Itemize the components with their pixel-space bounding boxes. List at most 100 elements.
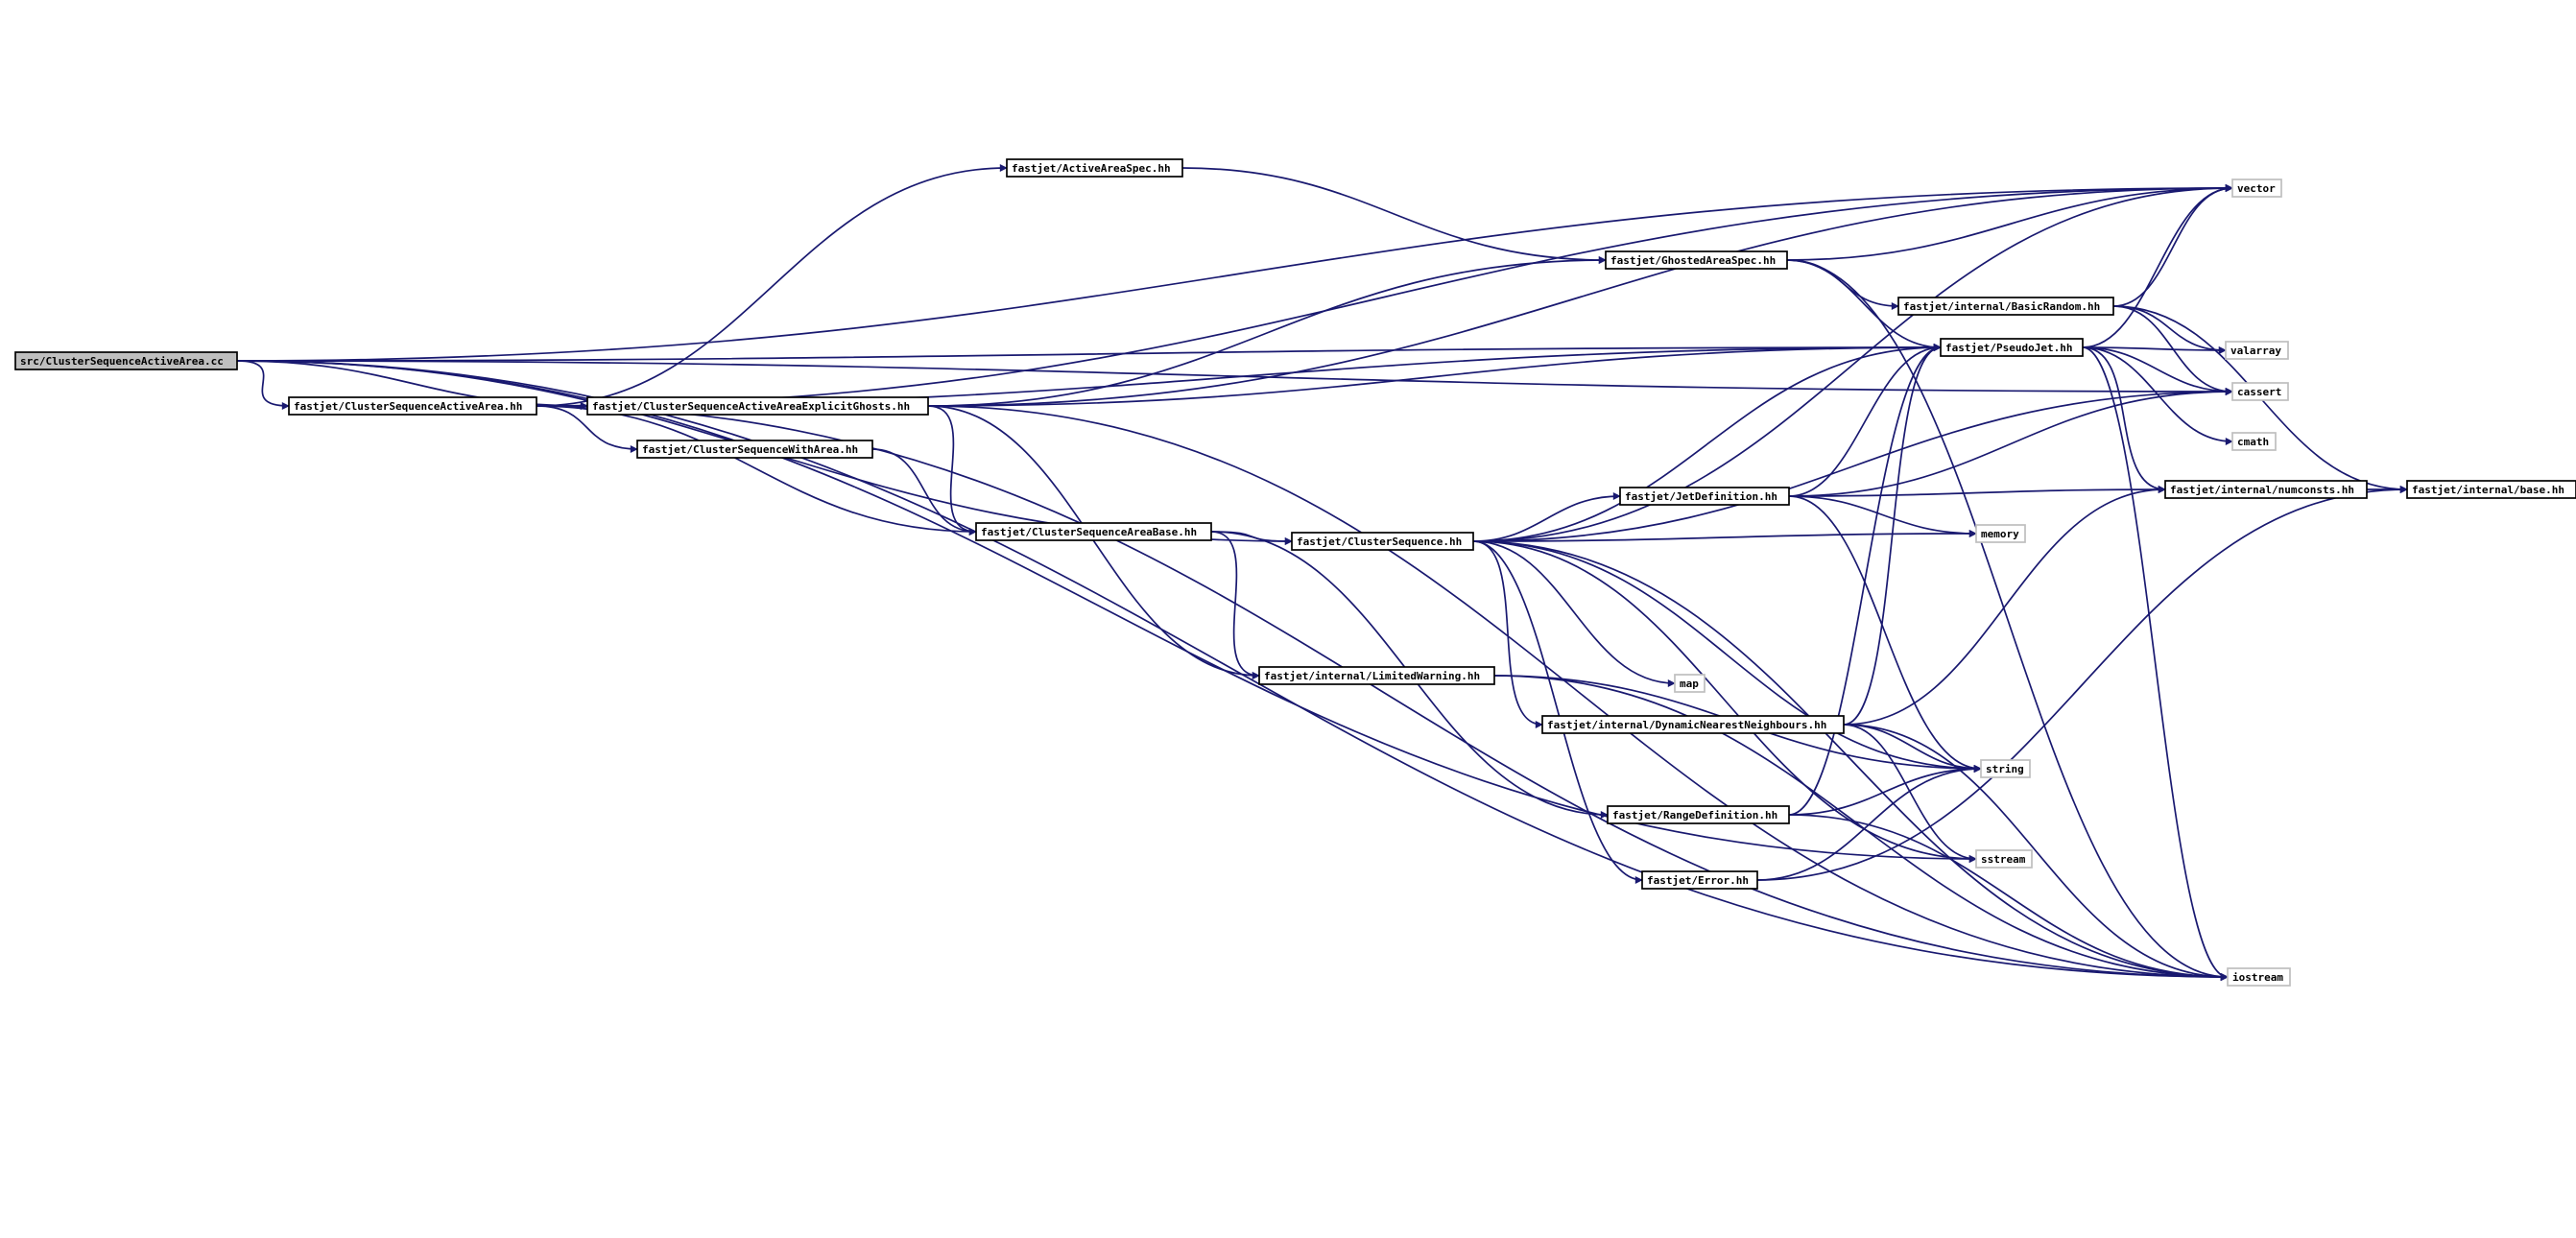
node-label: sstream: [1981, 853, 2026, 866]
edge-csaaeg-to-vector: [927, 184, 2233, 407]
edge-cs-to-iostream: [1472, 540, 2229, 981]
edge-dnn-to-nc: [1843, 486, 2166, 726]
node-box: [2231, 179, 2282, 198]
node-box: [975, 522, 1212, 541]
node-box: [1006, 158, 1183, 178]
node-br[interactable]: fastjet/internal/BasicRandom.hh: [1897, 297, 2114, 316]
edge-br-to-valarray: [2112, 305, 2227, 354]
edge-aas-to-gas: [1181, 167, 1607, 264]
node-box: [2227, 967, 2291, 987]
edge-root-to-pj: [236, 344, 1942, 362]
node-box: [1975, 524, 2026, 543]
edge-gas-to-vector: [1786, 184, 2233, 261]
node-map[interactable]: map: [1674, 674, 1705, 693]
edge-jd-to-pj: [1788, 344, 1942, 497]
edge-cs-to-dnn: [1472, 540, 1543, 728]
node-label: fastjet/PseudoJet.hh: [1945, 342, 2072, 354]
edge-rd-to-iostream: [1788, 814, 2229, 981]
node-box: [2406, 480, 2576, 499]
edge-csaaeg-to-iostream: [927, 405, 2229, 981]
edge-cs-to-sstream: [1472, 540, 1977, 863]
node-rd[interactable]: fastjet/RangeDefinition.hh: [1607, 805, 1790, 824]
node-csaa[interactable]: fastjet/ClusterSequenceActiveArea.hh: [288, 396, 537, 416]
node-label: valarray: [2230, 345, 2281, 357]
node-label: cmath: [2237, 436, 2269, 448]
edge-root-to-csaa: [236, 360, 290, 410]
node-cswa[interactable]: fastjet/ClusterSequenceWithArea.hh: [636, 440, 873, 459]
node-label: fastjet/ClusterSequenceActiveAreaExplici…: [592, 400, 910, 413]
edge-cs-to-vector: [1472, 184, 2233, 542]
node-label: cassert: [2237, 386, 2281, 398]
node-box: [1607, 805, 1790, 824]
node-label: fastjet/internal/DynamicNearestNeighbour…: [1547, 719, 1826, 731]
node-cs[interactable]: fastjet/ClusterSequence.hh: [1291, 532, 1474, 551]
edge-cs-to-cassert: [1472, 388, 2233, 542]
node-box: [288, 396, 537, 416]
edge-cs-to-err: [1472, 540, 1643, 884]
node-label: fastjet/internal/base.hh: [2412, 484, 2564, 496]
edge-csab-to-lw: [1210, 531, 1260, 679]
edge-layer: [236, 164, 2408, 981]
edge-root-to-vector: [236, 184, 2233, 362]
edge-lw-to-iostream: [1493, 675, 2229, 981]
edge-pj-to-cmath: [2082, 346, 2233, 445]
node-string[interactable]: string: [1980, 759, 2031, 778]
node-root[interactable]: src/ClusterSequenceActiveArea.cc: [14, 351, 238, 370]
node-valarray[interactable]: valarray: [2225, 341, 2289, 360]
node-lw[interactable]: fastjet/internal/LimitedWarning.hh: [1258, 666, 1495, 685]
edge-pj-to-cassert: [2082, 346, 2233, 395]
node-nc[interactable]: fastjet/internal/numconsts.hh: [2164, 480, 2368, 499]
node-label: iostream: [2232, 971, 2283, 984]
edge-pj-to-vector: [2082, 184, 2233, 348]
node-label: string: [1986, 763, 2024, 775]
edge-csaa-to-iostream: [536, 405, 2229, 981]
edge-pj-to-nc: [2082, 346, 2166, 493]
node-box: [586, 396, 929, 416]
node-box: [2231, 432, 2277, 451]
node-label: vector: [2237, 182, 2276, 195]
edge-br-to-vector: [2112, 184, 2233, 307]
node-box: [1541, 715, 1845, 734]
node-label: memory: [1981, 528, 2019, 540]
node-box: [1605, 250, 1788, 270]
node-label: map: [1680, 678, 1699, 690]
node-base[interactable]: fastjet/internal/base.hh: [2406, 480, 2576, 499]
node-label: fastjet/JetDefinition.hh: [1625, 490, 1777, 503]
edge-cs-to-string: [1472, 540, 1982, 773]
edge-jd-to-string: [1788, 495, 1982, 773]
node-iostream[interactable]: iostream: [2227, 967, 2291, 987]
edge-dnn-to-iostream: [1843, 724, 2229, 981]
edge-csaa-to-aas: [536, 164, 1008, 407]
node-dnn[interactable]: fastjet/internal/DynamicNearestNeighbour…: [1541, 715, 1845, 734]
node-box: [1897, 297, 2114, 316]
node-jd[interactable]: fastjet/JetDefinition.hh: [1619, 487, 1790, 506]
edge-err-to-base: [1756, 486, 2408, 881]
node-aas[interactable]: fastjet/ActiveAreaSpec.hh: [1006, 158, 1183, 178]
node-gas[interactable]: fastjet/GhostedAreaSpec.hh: [1605, 250, 1788, 270]
node-csab[interactable]: fastjet/ClusterSequenceAreaBase.hh: [975, 522, 1212, 541]
node-label: fastjet/ClusterSequenceWithArea.hh: [642, 443, 858, 456]
node-cmath[interactable]: cmath: [2231, 432, 2277, 451]
node-box: [1674, 674, 1705, 693]
edge-rd-to-string: [1788, 765, 1982, 816]
node-vector[interactable]: vector: [2231, 179, 2282, 198]
node-memory[interactable]: memory: [1975, 524, 2026, 543]
edge-jd-to-memory: [1788, 495, 1977, 537]
edge-pj-to-valarray: [2082, 345, 2227, 354]
node-label: fastjet/ClusterSequenceAreaBase.hh: [981, 526, 1197, 538]
node-label: src/ClusterSequenceActiveArea.cc: [20, 355, 224, 368]
node-box: [1258, 666, 1495, 685]
edge-gas-to-iostream: [1786, 259, 2229, 981]
node-label: fastjet/ActiveAreaSpec.hh: [1012, 162, 1171, 175]
node-sstream[interactable]: sstream: [1975, 849, 2033, 869]
node-label: fastjet/Error.hh: [1647, 874, 1749, 887]
node-err[interactable]: fastjet/Error.hh: [1641, 870, 1758, 890]
node-pj[interactable]: fastjet/PseudoJet.hh: [1940, 338, 2084, 357]
node-box: [636, 440, 873, 459]
edge-pj-to-iostream: [2082, 346, 2229, 981]
edge-csaaeg-to-pj: [927, 344, 1942, 407]
node-csaaeg[interactable]: fastjet/ClusterSequenceActiveAreaExplici…: [586, 396, 929, 416]
node-box: [1940, 338, 2084, 357]
node-box: [2225, 341, 2289, 360]
node-cassert[interactable]: cassert: [2231, 382, 2289, 401]
